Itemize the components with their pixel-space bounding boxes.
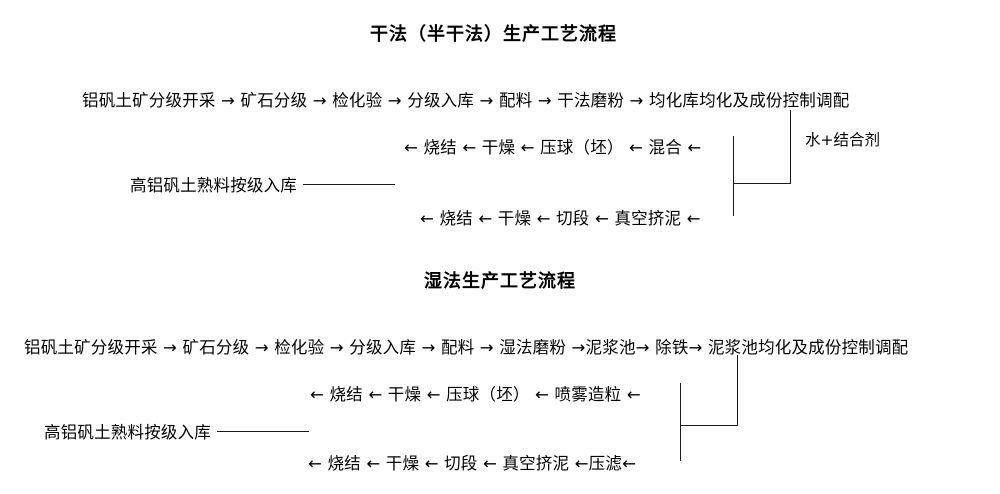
wet-process-storage-label: 高铝矾土熟料按级入库: [44, 423, 211, 442]
wet-connector-vertical-left: [680, 383, 681, 461]
wet-connector-vertical-right: [737, 355, 738, 426]
wet-connector-horizontal: [680, 425, 738, 426]
dry-process-storage-label: 高铝矾土熟料按级入库: [130, 176, 297, 195]
wet-storage-connector-line: [217, 431, 309, 432]
dry-process-title: 干法（半干法）生产工艺流程: [370, 24, 617, 45]
dry-storage-connector-line: [303, 184, 395, 185]
dry-connector-horizontal: [733, 183, 791, 184]
dry-process-row-1: 铝矾土矿分级开采 → 矿石分级 → 检化验 → 分级入库 → 配料 → 干法磨粉…: [82, 91, 850, 110]
dry-process-row-2: ← 烧结 ← 干燥 ← 压球（坯） ← 混合 ←: [404, 138, 702, 157]
wet-process-title: 湿法生产工艺流程: [424, 271, 576, 292]
wet-process-row-1: 铝矾土矿分级开采 → 矿石分级 → 检化验 → 分级入库 → 配料 → 湿法磨粉…: [24, 338, 909, 357]
dry-connector-vertical-right: [790, 110, 791, 184]
dry-connector-vertical-left: [733, 136, 734, 216]
wet-process-row-3: ← 烧结 ← 干燥 ← 切段 ← 真空挤泥 ←压滤←: [308, 454, 637, 473]
dry-process-row-3: ← 烧结 ← 干燥 ← 切段 ← 真空挤泥 ←: [420, 209, 701, 228]
dry-process-side-note: 水+结合剂: [805, 131, 880, 149]
wet-process-row-2: ← 烧结 ← 干燥 ← 压球（坯） ← 喷雾造粒 ←: [310, 385, 641, 404]
